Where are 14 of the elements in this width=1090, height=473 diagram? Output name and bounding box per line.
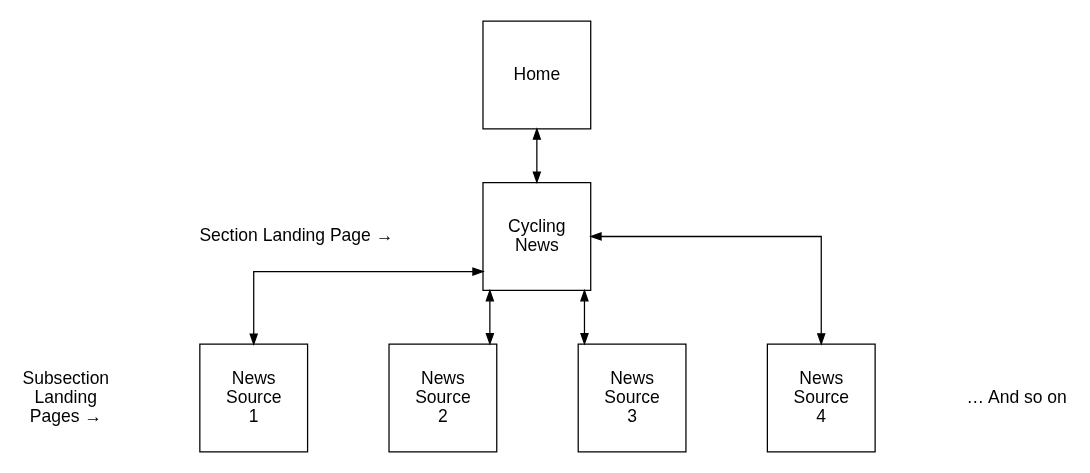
arrow [589, 232, 826, 346]
arrow [532, 127, 542, 184]
arrow [485, 288, 495, 346]
node-box: Cycling News [482, 182, 592, 291]
node-box: News Source 3 [577, 343, 687, 453]
node-box: Home [482, 20, 592, 130]
arrow [249, 267, 485, 346]
arrow [580, 288, 589, 346]
label: Section Landing Page → [199, 225, 394, 246]
label: Subsection Landing Pages → [22, 367, 110, 426]
node-box: News Source 2 [388, 343, 498, 453]
node-box: News Source 1 [199, 343, 309, 453]
label: … And so on [966, 386, 1067, 407]
node-box: News Source 4 [766, 343, 876, 453]
